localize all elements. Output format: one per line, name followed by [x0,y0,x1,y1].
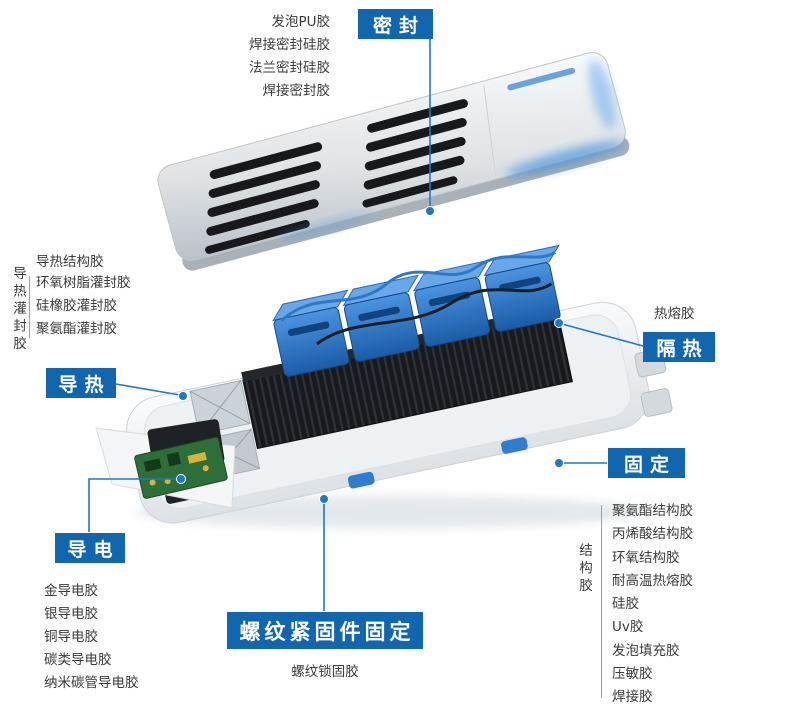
list-item: 聚氨酯结构胶 [612,503,693,519]
list-item: 焊接密封硅胶 [249,37,330,53]
list-item: 法兰密封硅胶 [249,60,330,76]
list-item: 金导电胶 [44,583,98,599]
list-item: 硅胶 [612,596,639,613]
list-item: 压敏胶 [612,666,653,683]
leader-dot-insulation [554,318,564,328]
thermal-potting-list: 环氧树脂灌封胶 硅橡胶灌封胶 聚氨酯灌封胶 [36,272,131,341]
top-cover [157,52,630,271]
list-item: 焊接胶 [612,689,653,706]
leader-line-conductive [88,478,178,532]
seal-adhesive-list: 发泡PU胶 焊接密封硅胶 法兰密封硅胶 焊接密封胶 [218,11,330,103]
thermal-potting-vertical-label: 导热灌封胶 [10,266,26,354]
fixing-label-box: 固定 [608,448,685,478]
hot-melt-note: 热熔胶 [654,306,695,322]
list-item: 银导电胶 [44,606,98,622]
seal-label-box: 密封 [358,9,433,39]
leader-line-insulation [561,323,644,347]
wire-black [316,282,553,346]
leader-dot-fixing [554,458,564,468]
cover-underglow [278,213,372,241]
list-item: 环氧树脂灌封胶 [36,275,131,291]
vent-slots-right [362,99,468,208]
list-item: 发泡PU胶 [271,14,330,30]
leader-dot-thread [319,494,329,504]
mounting-foot [640,388,673,417]
thread-lock-caption: 螺纹锁固胶 [291,664,359,680]
thermal-structural-note: 导热结构胶 [36,254,104,270]
list-item: 硅橡胶灌封胶 [36,298,117,314]
list-item: 碳类导电胶 [44,652,112,668]
thermal-label-box: 导热 [46,368,116,398]
structural-vertical-label: 结构胶 [576,543,592,596]
pcb-board [134,436,228,499]
leader-dot-seal [425,206,435,216]
wire-blue [280,251,556,322]
blue-clamp [347,471,375,489]
leader-dot-thermal [178,391,188,401]
list-item: 聚氨酯灌封胶 [36,321,117,337]
thermal-group-divider [29,276,30,338]
blue-glow [505,140,626,177]
list-item: 环氧结构胶 [612,549,680,566]
list-item: 耐高温热熔胶 [612,572,693,589]
structural-group-divider [601,505,602,698]
thread-lock-label-box: 螺纹紧固件固定 [227,612,423,649]
leader-dot-conductive [176,474,186,484]
list-item: Uv胶 [612,619,644,636]
conductive-adhesive-list: 金导电胶 银导电胶 铜导电胶 碳类导电胶 纳米碳管导电胶 [44,580,139,695]
vent-slots-left [205,142,323,254]
leader-line-thermal [115,383,181,396]
blue-clamp [501,437,528,454]
list-item: 发泡填充胶 [612,642,680,659]
insulation-label-box: 隔热 [643,332,715,362]
conductive-label-box: 导电 [55,533,125,563]
blue-glow [588,59,616,130]
list-item: 丙烯酸结构胶 [612,526,693,543]
list-item: 焊接密封胶 [262,83,331,99]
list-item: 铜导电胶 [44,629,98,645]
structural-adhesive-list: 聚氨酯结构胶 丙烯酸结构胶 环氧结构胶 耐高温热熔胶 硅胶 Uv胶 发泡填充胶 … [612,500,693,710]
front-left-assembly [95,419,236,509]
list-item: 纳米碳管导电胶 [44,675,139,691]
